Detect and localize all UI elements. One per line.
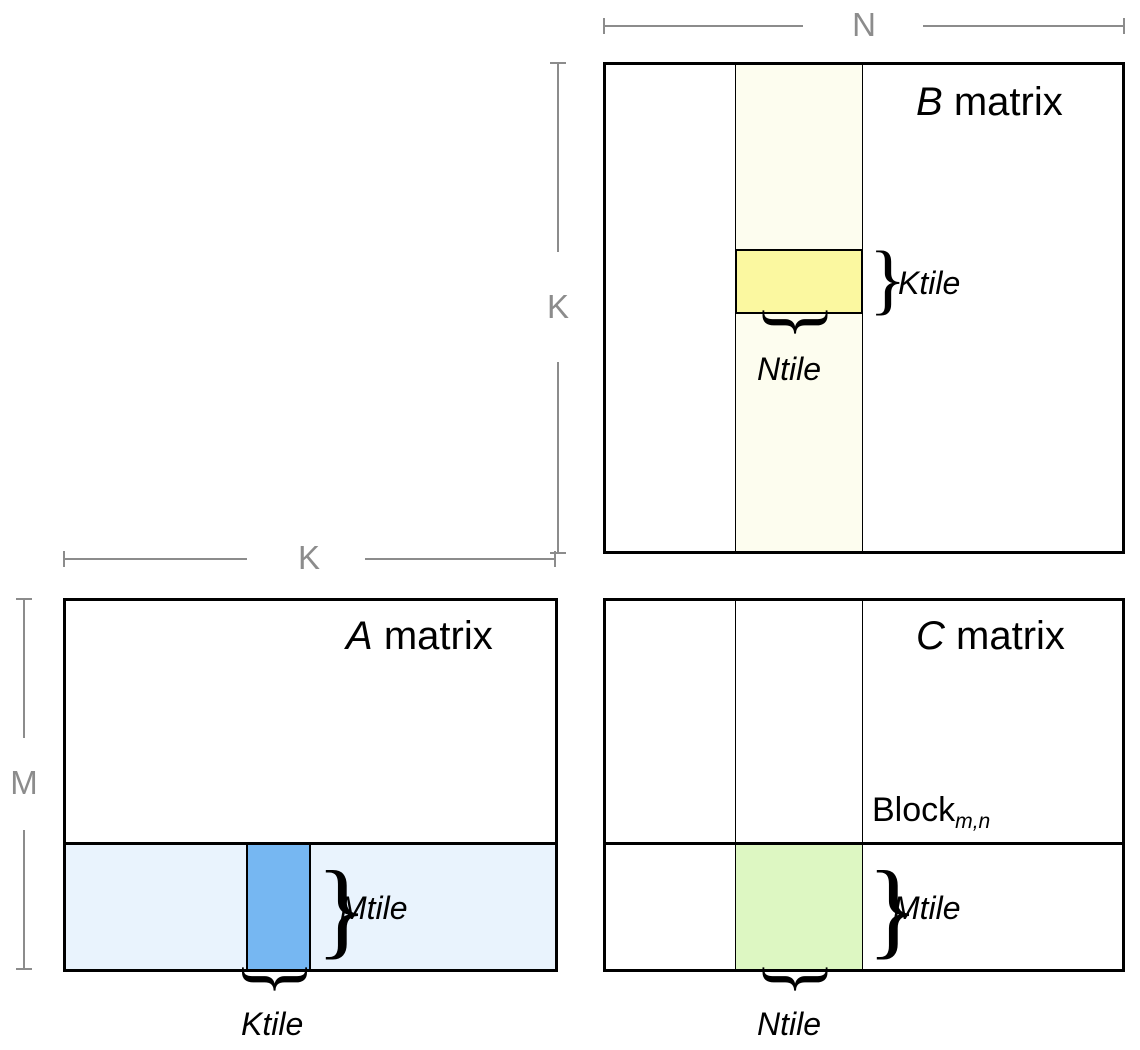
- c-mtile-label: Mtile: [893, 890, 961, 926]
- ruler-m-segment-bottom: [23, 830, 25, 970]
- ruler-n-label: N: [852, 6, 876, 43]
- ruler-n-segment-right: [923, 25, 1123, 27]
- c-block-name: Block: [872, 791, 956, 829]
- dimension-ruler-k-horizontal: K: [63, 539, 558, 577]
- ruler-m-segment-top: [23, 598, 25, 738]
- ruler-m-label: M: [10, 764, 38, 801]
- c-matrix-active-block: [736, 845, 862, 969]
- c-matrix-block-label: Blockm,n: [872, 791, 990, 832]
- b-ntile-label: Ntile: [757, 351, 822, 387]
- b-matrix-active-tile: [735, 249, 863, 314]
- ruler-k-vertical-segment-top: [557, 62, 559, 252]
- b-matrix-box: [603, 62, 1125, 554]
- dimension-ruler-m: M: [8, 598, 42, 972]
- a-ktile-label: Ktile: [241, 1006, 304, 1042]
- b-ntile-brace: }: [756, 303, 843, 341]
- dimension-ruler-n: N: [603, 6, 1125, 44]
- c-ntile-brace: }: [756, 960, 843, 998]
- a-matrix-active-tile: [246, 845, 311, 969]
- c-block-subscript: m,n: [955, 809, 991, 833]
- a-mtile-brace: }: [316, 850, 368, 969]
- ruler-k-horizontal-label: K: [297, 539, 320, 576]
- c-matrix-word: matrix: [956, 614, 1065, 658]
- c-matrix-divider-left: [735, 601, 736, 969]
- ruler-n-segment-left: [603, 25, 803, 27]
- c-matrix-caption: C matrix: [916, 616, 1065, 656]
- c-matrix-divider-right: [862, 601, 863, 969]
- b-matrix-letter: B: [916, 80, 943, 124]
- ruler-k-vertical-label: K: [546, 288, 569, 325]
- c-mtile-brace: }: [867, 850, 919, 969]
- ruler-n-cap-right: [1123, 18, 1125, 34]
- b-matrix-caption: B matrix: [916, 82, 1063, 122]
- ruler-m-cap-bottom: [16, 968, 32, 970]
- c-matrix-block-row-divider: [603, 842, 1125, 845]
- b-ktile-brace: }: [869, 235, 907, 322]
- c-matrix-letter: C: [916, 614, 945, 658]
- a-matrix-letter: A: [346, 614, 373, 658]
- a-matrix-word: matrix: [383, 614, 493, 658]
- b-ktile-label: Ktile: [898, 265, 961, 301]
- ruler-k-horizontal-segment-left: [63, 558, 247, 560]
- a-matrix-caption: A matrix: [346, 616, 493, 656]
- c-matrix-box: [603, 598, 1125, 972]
- ruler-k-horizontal-segment-right: [365, 558, 556, 560]
- b-matrix-word: matrix: [953, 80, 1063, 124]
- a-ktile-brace: }: [235, 960, 323, 998]
- dimension-ruler-k-vertical: K: [542, 62, 576, 554]
- ruler-k-vertical-segment-bottom: [557, 362, 559, 552]
- ruler-k-vertical-cap-bottom: [550, 552, 566, 554]
- c-ntile-label: Ntile: [757, 1006, 822, 1042]
- ruler-k-horizontal-cap-right: [554, 551, 556, 567]
- a-mtile-label: Mtile: [340, 890, 408, 926]
